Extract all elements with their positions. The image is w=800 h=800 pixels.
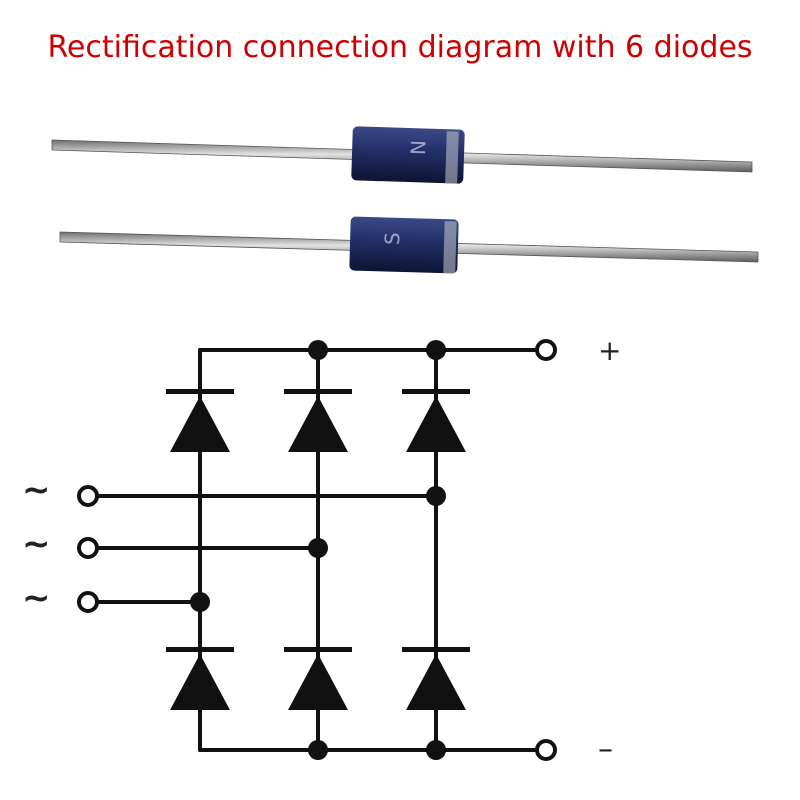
diode-d5 [284, 647, 352, 710]
svg-text:S: S [380, 232, 404, 246]
diode-d3 [402, 389, 470, 452]
ac-terminal-1 [77, 485, 99, 507]
diode-photo-2: S [59, 216, 759, 274]
diode-d2 [284, 389, 352, 452]
bridge-schematic [77, 339, 557, 761]
negative-terminal [535, 739, 557, 761]
ac-label-3: ~ [22, 578, 51, 618]
ac-label-2: ~ [22, 524, 51, 564]
diode-photo-1: N [51, 126, 753, 184]
junction-dots [190, 340, 446, 760]
negative-label: – [598, 732, 613, 767]
ac-terminal-2 [77, 537, 99, 559]
upper-diodes [166, 389, 470, 452]
diode-d4 [166, 647, 234, 710]
positive-terminal [535, 339, 557, 361]
diode-d1 [166, 389, 234, 452]
lower-diodes [166, 647, 470, 710]
svg-text:N: N [406, 140, 431, 156]
ac-label-1: ~ [22, 470, 51, 510]
terminals [77, 339, 557, 761]
diode-photo: N S [51, 126, 759, 274]
diagram-title: Rectification connection diagram with 6 … [47, 30, 753, 65]
diode-d6 [402, 647, 470, 710]
positive-label: + [598, 334, 622, 367]
ac-terminal-3 [77, 591, 99, 613]
